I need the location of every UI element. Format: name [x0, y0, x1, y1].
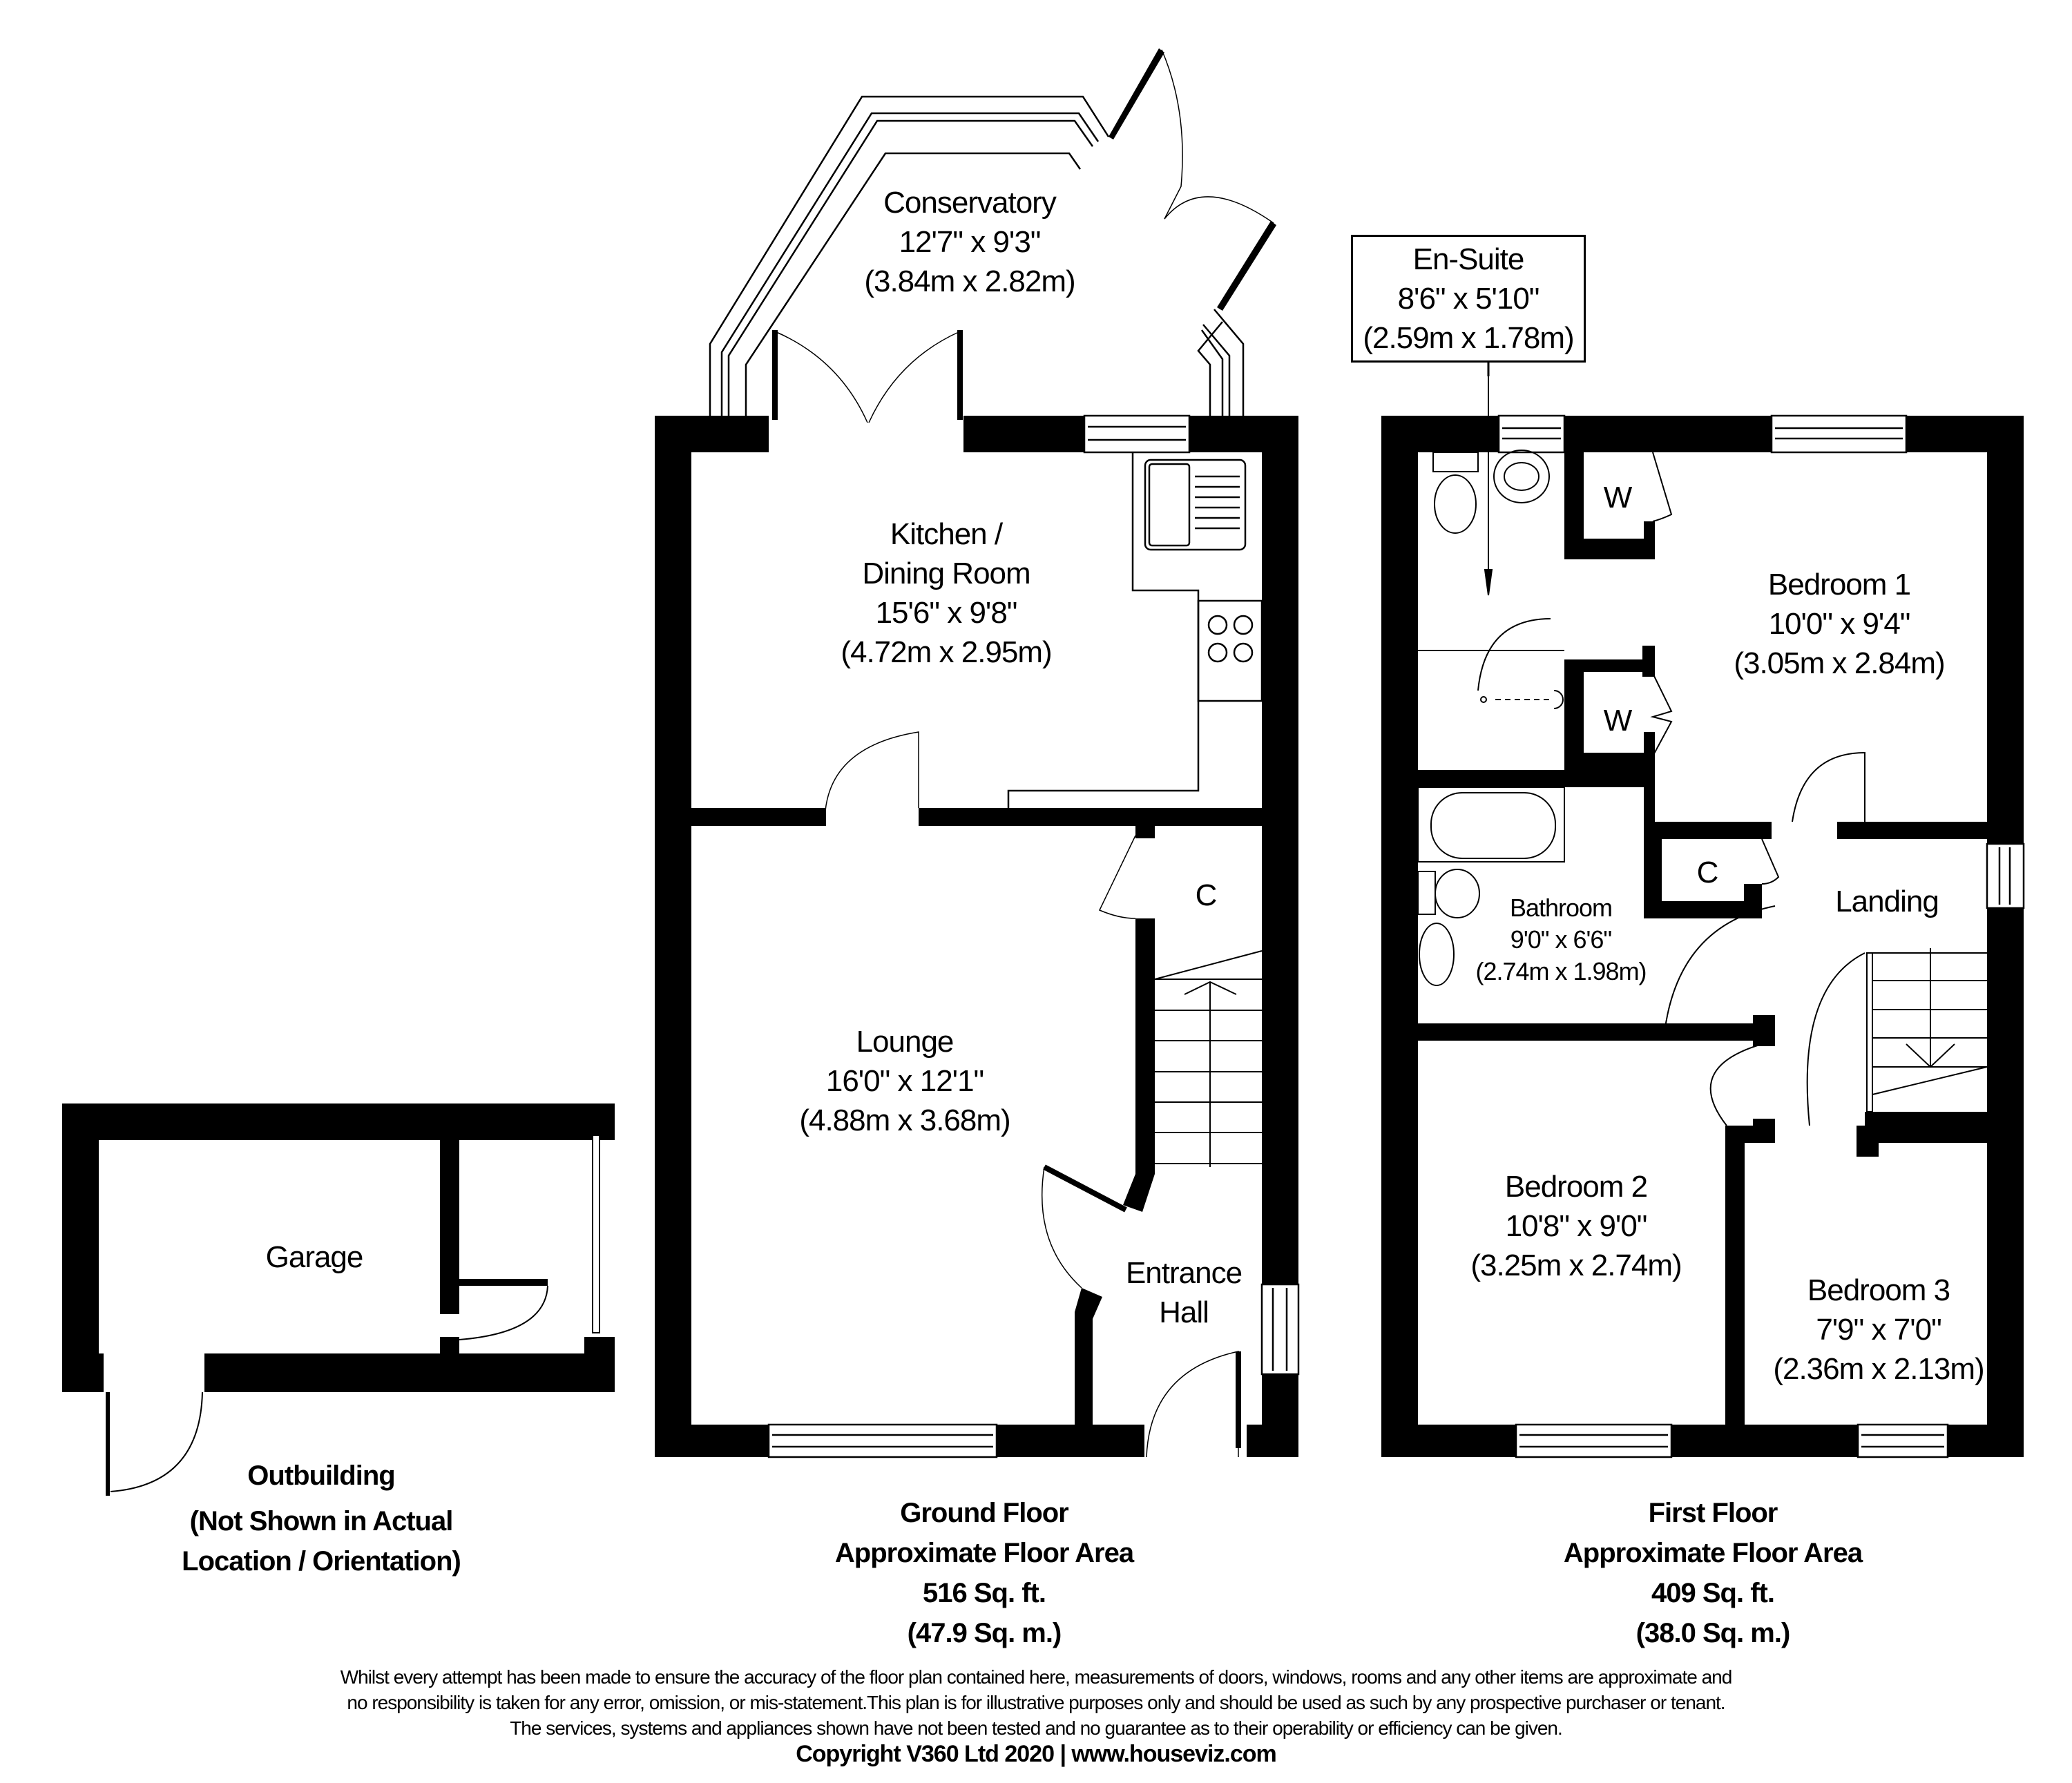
ground-floor-windows: [767, 414, 1300, 1458]
room-dimensions-imperial: 8'6" x 5'10": [1397, 282, 1540, 316]
room-label-kitchen-dining: Kitchen / Dining Room 15'6" x 9'8" (4.72…: [841, 514, 1052, 672]
room-dimensions-metric: (3.05m x 2.84m): [1734, 646, 1945, 680]
floor-area-subtitle: Approximate Floor Area: [834, 1538, 1134, 1568]
room-label-bedroom-2: Bedroom 2 10'8" x 9'0" (3.25m x 2.74m): [1470, 1167, 1682, 1285]
floor-area-subtitle: Approximate Floor Area: [1563, 1538, 1863, 1568]
room-dimensions-imperial: 10'0" x 9'4": [1768, 607, 1911, 641]
ground-floor-walls: [655, 416, 1298, 1457]
conservatory-doors: [772, 48, 1276, 420]
room-label-en-suite: En-Suite 8'6" x 5'10" (2.59m x 1.78m): [1351, 235, 1586, 363]
room-dimensions-metric: (2.74m x 1.98m): [1475, 957, 1647, 985]
room-dimensions-imperial: 7'9" x 7'0": [1816, 1313, 1941, 1347]
floor-area-sqm: (47.9 Sq. m.): [907, 1618, 1062, 1648]
copyright-notice: Copyright V360 Ltd 2020 | www.houseviz.c…: [796, 1741, 1277, 1767]
room-name: Entrance: [1125, 1256, 1243, 1290]
floor-title: First Floor: [1648, 1498, 1778, 1528]
floor-area-sqm: (38.0 Sq. m.): [1635, 1618, 1791, 1648]
room-name-line2: Hall: [1159, 1295, 1209, 1329]
room-name: Bathroom: [1509, 894, 1613, 922]
outbuilding-doors: [110, 1135, 600, 1492]
room-label-entrance-hall: Entrance Hall: [1125, 1253, 1243, 1332]
outbuilding-note-line1: (Not Shown in Actual: [189, 1506, 454, 1536]
room-dimensions-metric: (4.88m x 3.68m): [799, 1103, 1010, 1137]
floor-title: Ground Floor: [900, 1498, 1069, 1528]
outbuilding-note-line2: Location / Orientation): [182, 1546, 461, 1577]
disclaimer: Whilst every attempt has been made to en…: [0, 1664, 2072, 1767]
room-label-conservatory: Conservatory 12'7" x 9'3" (3.84m x 2.82m…: [864, 183, 1075, 301]
outbuilding-title: Outbuilding: [247, 1461, 395, 1491]
ground-floor-summary: Ground Floor Approximate Floor Area 516 …: [834, 1493, 1134, 1653]
room-label-cupboard: C: [1195, 876, 1218, 915]
disclaimer-line-2: no responsibility is taken for any error…: [347, 1692, 1725, 1713]
room-dimensions-metric: (2.59m x 1.78m): [1363, 321, 1574, 355]
room-label-bedroom-1: Bedroom 1 10'0" x 9'4" (3.05m x 2.84m): [1734, 565, 1945, 683]
kitchen-fixtures: [1007, 452, 1263, 808]
room-name: Garage: [265, 1240, 364, 1274]
room-name-line2: Dining Room: [862, 557, 1030, 590]
room-name: W: [1603, 704, 1633, 738]
outbuilding-walls: [62, 1103, 615, 1496]
first-floor-summary: First Floor Approximate Floor Area 409 S…: [1563, 1493, 1863, 1653]
floor-area-sqft: 409 Sq. ft.: [1651, 1578, 1775, 1608]
conservatory-frame: [709, 95, 1245, 416]
room-name: C: [1696, 856, 1719, 889]
room-label-cupboard-landing: C: [1696, 853, 1719, 892]
room-name: Bedroom 2: [1504, 1170, 1648, 1204]
room-name: W: [1603, 481, 1633, 514]
first-floor-fixtures: [1417, 376, 1988, 1126]
room-label-garage: Garage: [265, 1237, 364, 1277]
room-label-lounge: Lounge 16'0" x 12'1" (4.88m x 3.68m): [799, 1022, 1010, 1140]
room-name: Conservatory: [883, 186, 1057, 220]
room-dimensions-imperial: 16'0" x 12'1": [825, 1064, 984, 1098]
room-dimensions-metric: (4.72m x 2.95m): [841, 635, 1052, 669]
room-name: Landing: [1835, 885, 1939, 918]
room-name: En-Suite: [1412, 242, 1525, 276]
room-label-wardrobe-2: W: [1603, 701, 1633, 740]
door-swings: [774, 49, 1274, 1458]
floor-area-sqft: 516 Sq. ft.: [923, 1578, 1046, 1608]
room-dimensions-imperial: 15'6" x 9'8": [875, 596, 1018, 630]
room-name: Kitchen /: [890, 517, 1003, 551]
room-name: Lounge: [856, 1025, 955, 1059]
room-name: Bedroom 1: [1767, 568, 1911, 601]
room-dimensions-metric: (2.36m x 2.13m): [1773, 1352, 1984, 1386]
room-name: C: [1195, 878, 1218, 912]
room-label-bathroom: Bathroom 9'0" x 6'6" (2.74m x 1.98m): [1475, 892, 1647, 987]
room-label-bedroom-3: Bedroom 3 7'9" x 7'0" (2.36m x 2.13m): [1773, 1271, 1984, 1389]
disclaimer-line-1: Whilst every attempt has been made to en…: [340, 1666, 1733, 1688]
room-dimensions-imperial: 12'7" x 9'3": [899, 225, 1042, 259]
ground-floor-stairs: [1154, 950, 1263, 1167]
room-label-wardrobe-1: W: [1603, 478, 1633, 517]
room-dimensions-imperial: 10'8" x 9'0": [1505, 1209, 1648, 1243]
disclaimer-line-3: The services, systems and appliances sho…: [510, 1717, 1563, 1739]
first-floor-walls: [1381, 416, 2024, 1457]
room-label-landing: Landing: [1835, 882, 1939, 921]
room-dimensions-metric: (3.84m x 2.82m): [864, 264, 1075, 298]
first-floor-windows: [1497, 414, 2025, 1458]
room-name: Bedroom 3: [1807, 1273, 1950, 1307]
room-dimensions-metric: (3.25m x 2.74m): [1470, 1249, 1682, 1282]
room-dimensions-imperial: 9'0" x 6'6": [1510, 925, 1612, 954]
outbuilding-caption: Outbuilding (Not Shown in Actual Locatio…: [182, 1456, 461, 1581]
